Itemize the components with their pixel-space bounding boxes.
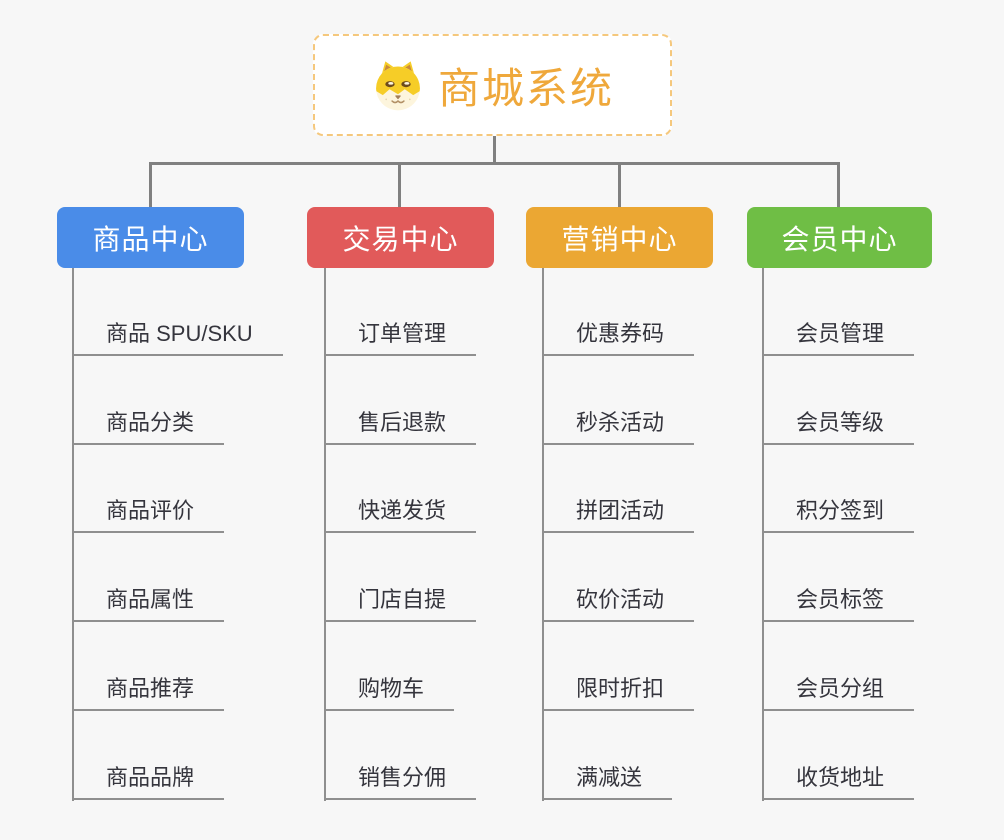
- connector-drop-member: [837, 164, 840, 207]
- topic-item[interactable]: 优惠券码: [542, 320, 695, 356]
- topic-item[interactable]: 商品评价: [72, 497, 225, 533]
- topic-label: 收货地址: [762, 764, 915, 800]
- topic-label: 快递发货: [324, 497, 477, 533]
- topic-label: 砍价活动: [542, 586, 695, 622]
- connector-drop-product: [149, 164, 152, 207]
- topic-item[interactable]: 订单管理: [324, 320, 477, 356]
- branch-node-trade-center[interactable]: 交易中心: [307, 207, 494, 268]
- topic-item[interactable]: 限时折扣: [542, 675, 695, 711]
- topic-item[interactable]: 商品 SPU/SKU: [72, 320, 283, 356]
- topic-item[interactable]: 会员标签: [762, 586, 915, 622]
- topic-label: 会员标签: [762, 586, 915, 622]
- branch-label: 营销中心: [561, 223, 678, 255]
- topic-label: 优惠券码: [542, 320, 695, 356]
- connector-root-stub: [493, 136, 496, 165]
- topic-item[interactable]: 商品分类: [72, 409, 225, 445]
- topic-label: 商品分类: [72, 409, 225, 445]
- topic-item[interactable]: 购物车: [324, 675, 455, 711]
- topic-item[interactable]: 门店自提: [324, 586, 477, 622]
- connector-horizontal-bus: [149, 162, 840, 165]
- topic-item[interactable]: 砍价活动: [542, 586, 695, 622]
- topic-item[interactable]: 收货地址: [762, 764, 915, 800]
- topic-label: 门店自提: [324, 586, 477, 622]
- topic-label: 商品品牌: [72, 764, 225, 800]
- topic-item[interactable]: 售后退款: [324, 409, 477, 445]
- topic-label: 会员管理: [762, 320, 915, 356]
- topic-label: 销售分佣: [324, 764, 477, 800]
- connector-column-product: [72, 268, 74, 801]
- topic-label: 购物车: [324, 675, 455, 711]
- connector-drop-marketing: [618, 164, 621, 207]
- topic-label: 会员等级: [762, 409, 915, 445]
- topic-item[interactable]: 满减送: [542, 764, 673, 800]
- topic-label: 订单管理: [324, 320, 477, 356]
- topic-item[interactable]: 会员分组: [762, 675, 915, 711]
- topic-label: 秒杀活动: [542, 409, 695, 445]
- branch-node-member-center[interactable]: 会员中心: [747, 207, 932, 268]
- root-title: 商城系统: [437, 64, 614, 112]
- branch-label: 会员中心: [781, 223, 898, 255]
- topic-item[interactable]: 销售分佣: [324, 764, 477, 800]
- topic-item[interactable]: 快递发货: [324, 497, 477, 533]
- topic-label: 商品推荐: [72, 675, 225, 711]
- topic-item[interactable]: 秒杀活动: [542, 409, 695, 445]
- branch-label: 商品中心: [92, 223, 209, 255]
- dog-face-icon: [376, 61, 420, 111]
- topic-item[interactable]: 商品推荐: [72, 675, 225, 711]
- branch-node-marketing-center[interactable]: 营销中心: [526, 207, 713, 268]
- connector-drop-trade: [398, 164, 401, 207]
- topic-label: 拼团活动: [542, 497, 695, 533]
- topic-label: 商品属性: [72, 586, 225, 622]
- topic-label: 售后退款: [324, 409, 477, 445]
- topic-item[interactable]: 会员管理: [762, 320, 915, 356]
- connector-column-member: [762, 268, 764, 801]
- topic-label: 商品评价: [72, 497, 225, 533]
- connector-column-trade: [324, 268, 326, 801]
- topic-label: 积分签到: [762, 497, 915, 533]
- topic-label: 满减送: [542, 764, 673, 800]
- topic-item[interactable]: 商品品牌: [72, 764, 225, 800]
- topic-item[interactable]: 积分签到: [762, 497, 915, 533]
- topic-item[interactable]: 商品属性: [72, 586, 225, 622]
- topic-item[interactable]: 拼团活动: [542, 497, 695, 533]
- topic-label: 会员分组: [762, 675, 915, 711]
- branch-node-product-center[interactable]: 商品中心: [57, 207, 244, 268]
- topic-item[interactable]: 会员等级: [762, 409, 915, 445]
- connector-column-marketing: [542, 268, 544, 801]
- root-node[interactable]: 商城系统: [313, 34, 672, 136]
- branch-label: 交易中心: [342, 223, 459, 255]
- topic-label: 限时折扣: [542, 675, 695, 711]
- topic-label: 商品 SPU/SKU: [72, 320, 283, 356]
